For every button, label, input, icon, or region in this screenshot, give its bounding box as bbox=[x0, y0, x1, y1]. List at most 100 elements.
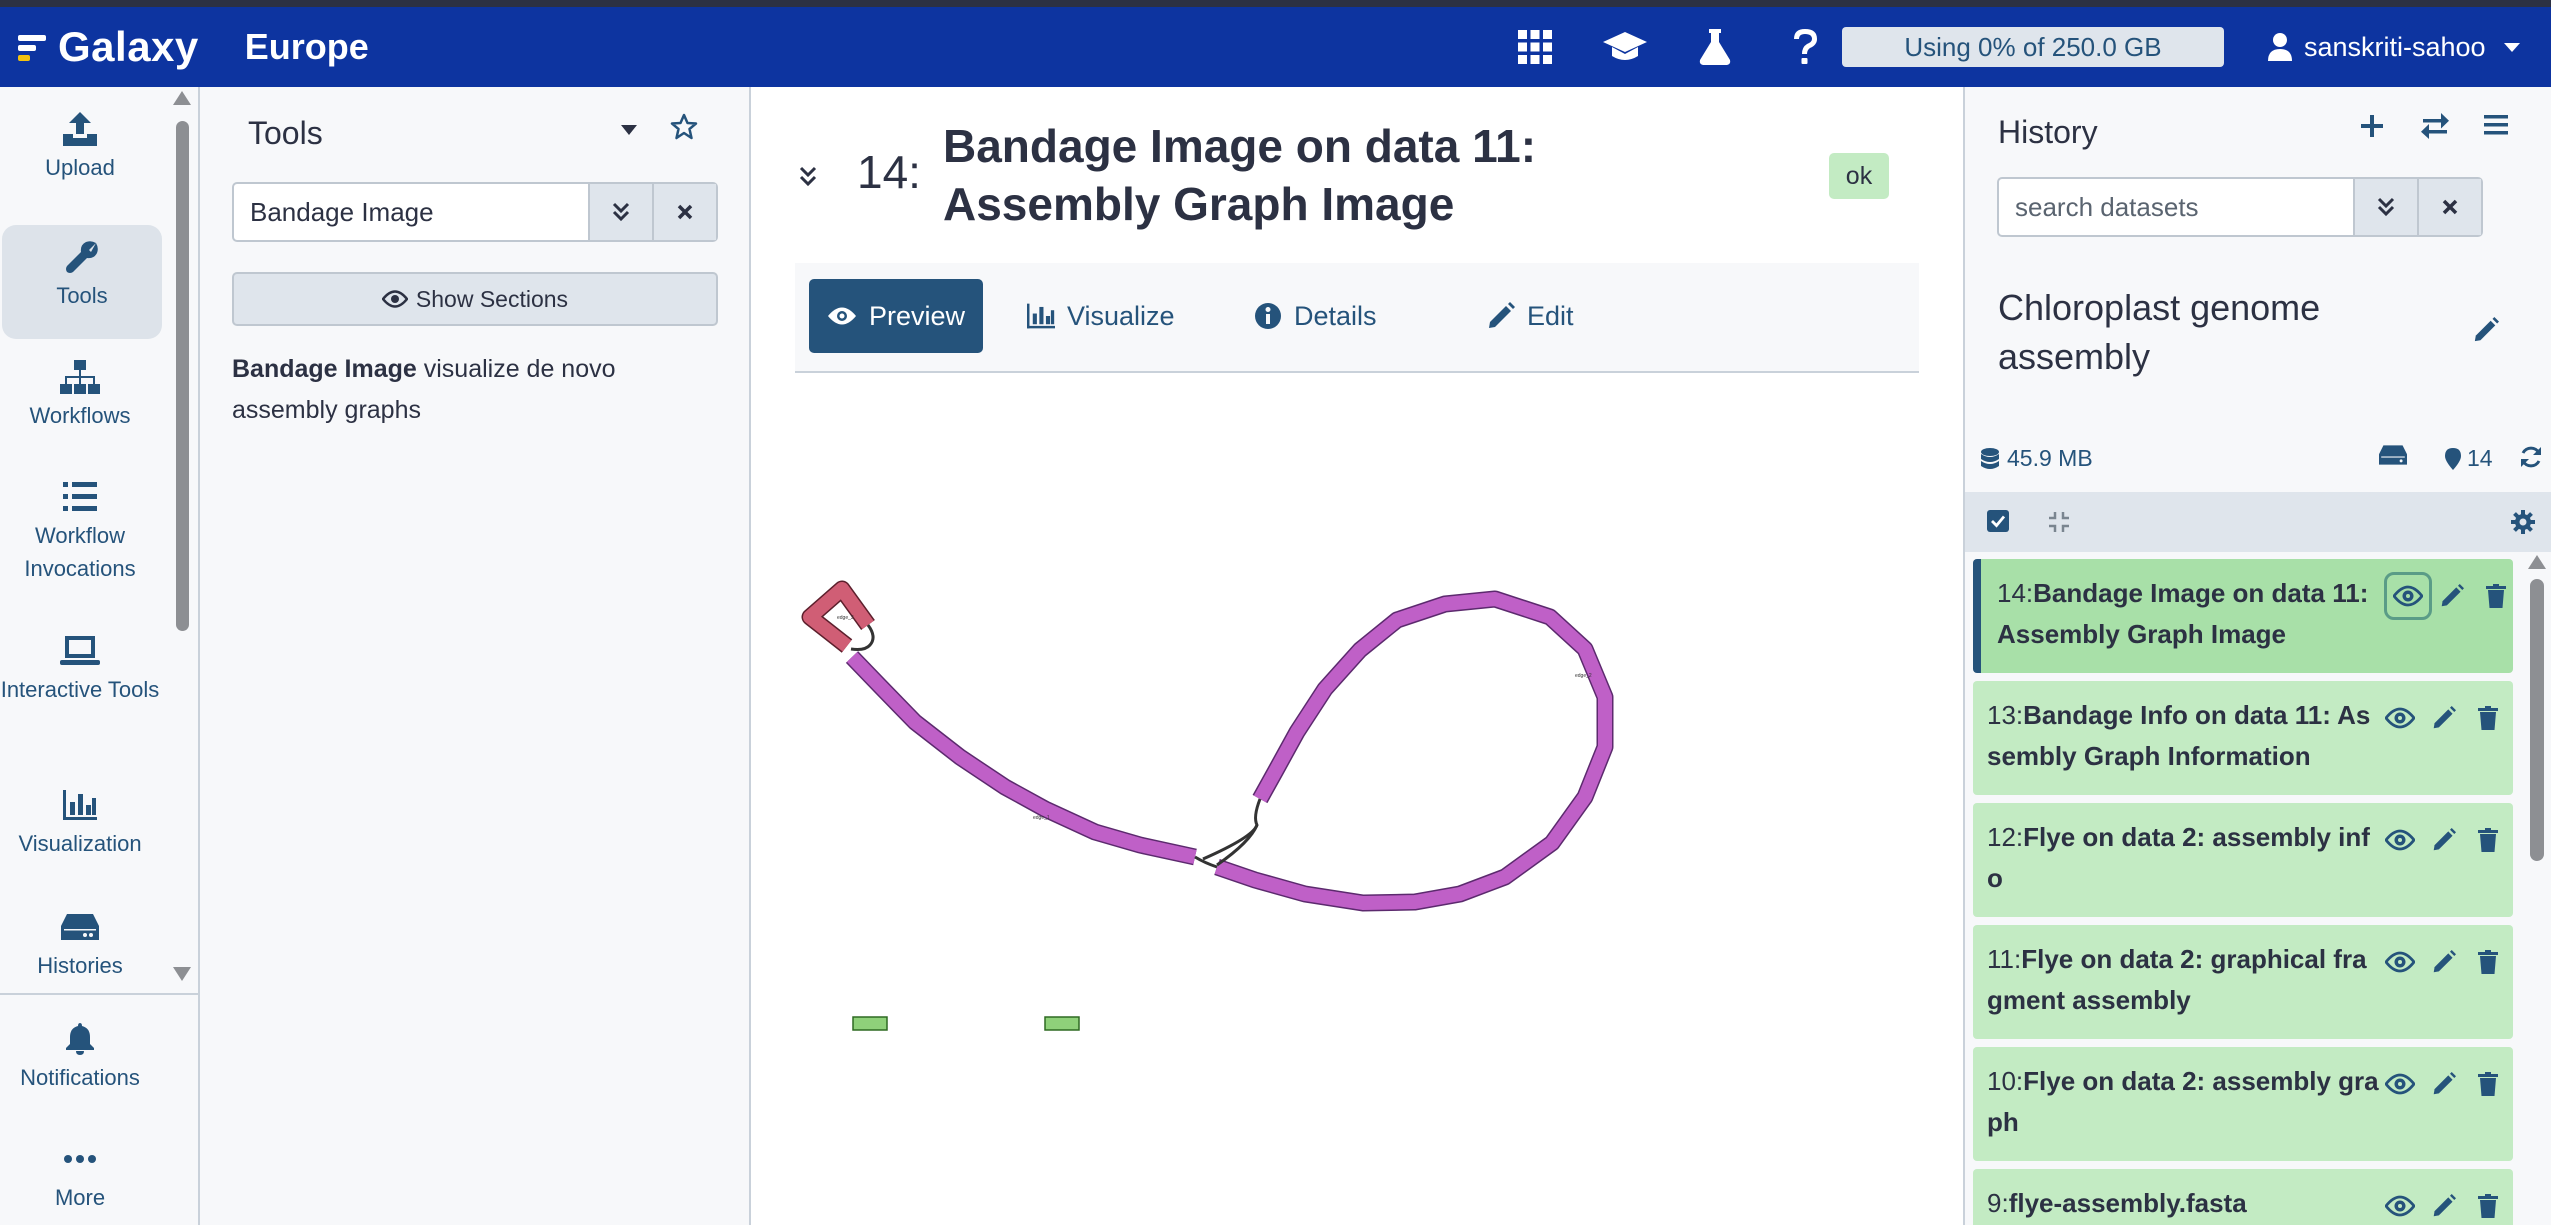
activity-label: Visualization bbox=[18, 831, 142, 856]
dataset-state-badge: ok bbox=[1829, 153, 1889, 199]
view-dataset-button[interactable] bbox=[2383, 1189, 2417, 1223]
double-chevron-down-icon bbox=[2377, 197, 2395, 217]
history-clear-search-button[interactable] bbox=[2417, 179, 2481, 235]
activity-notifications[interactable]: Notifications bbox=[0, 1017, 160, 1101]
switch-history-button[interactable] bbox=[2421, 113, 2449, 144]
activity-tools[interactable]: Tools bbox=[2, 225, 162, 339]
view-dataset-button[interactable] bbox=[2383, 945, 2417, 979]
tab-details[interactable]: Details bbox=[1236, 279, 1395, 353]
activity-histories[interactable]: Histories bbox=[0, 905, 160, 987]
history-advanced-search-button[interactable] bbox=[2353, 179, 2417, 235]
graduation-cap-icon[interactable] bbox=[1580, 7, 1670, 87]
edit-dataset-button[interactable] bbox=[2435, 579, 2469, 613]
quota-meter[interactable]: Using 0% of 250.0 GB bbox=[1842, 27, 2224, 67]
history-options-button[interactable] bbox=[2483, 113, 2509, 142]
activity-label: Interactive Tools bbox=[0, 677, 160, 702]
history-search-input[interactable] bbox=[1999, 179, 2353, 235]
eye-icon bbox=[2385, 1073, 2415, 1095]
history-item-10[interactable]: 10:Flye on data 2: assembly graph bbox=[1973, 1047, 2513, 1161]
trash-icon bbox=[2486, 584, 2506, 608]
activity-bar: Upload Tools Workflows Workflow Invocati… bbox=[0, 87, 200, 1225]
delete-dataset-button[interactable] bbox=[2471, 823, 2505, 857]
history-search bbox=[1997, 177, 2483, 237]
tool-panel-view-dropdown[interactable] bbox=[621, 125, 637, 135]
view-dataset-button[interactable] bbox=[2383, 701, 2417, 735]
refresh-history-button[interactable] bbox=[2519, 445, 2543, 469]
history-item-9[interactable]: 9:flye-assembly.fasta bbox=[1973, 1169, 2513, 1225]
storage-dashboard-button[interactable] bbox=[2379, 445, 2407, 465]
tool-name: Bandage Image bbox=[232, 355, 417, 383]
tab-visualize[interactable]: Visualize bbox=[1009, 279, 1193, 353]
pencil-icon bbox=[2474, 317, 2499, 342]
edit-dataset-button[interactable] bbox=[2427, 1067, 2461, 1101]
history-item-11[interactable]: 11:Flye on data 2: graphical fragment as… bbox=[1973, 925, 2513, 1039]
tool-panel: Tools Show Sections Bandage Image visual… bbox=[200, 87, 751, 1225]
show-sections-button[interactable]: Show Sections bbox=[232, 272, 718, 326]
activity-label: Workflow Invocations bbox=[24, 523, 136, 581]
delete-dataset-button[interactable] bbox=[2471, 1189, 2505, 1223]
tool-search-input[interactable] bbox=[234, 184, 588, 240]
history-size[interactable]: 45.9 MB bbox=[1981, 445, 2093, 472]
edit-history-button[interactable] bbox=[2473, 317, 2499, 348]
history-scrollbar[interactable] bbox=[2525, 555, 2549, 1225]
pencil-icon bbox=[2433, 1072, 2456, 1095]
activity-workflow-invocations[interactable]: Workflow Invocations bbox=[0, 475, 160, 595]
delete-dataset-button[interactable] bbox=[2471, 701, 2505, 735]
history-name[interactable]: Chloroplast genome assembly bbox=[1998, 287, 2321, 377]
select-items-checkbox[interactable] bbox=[1987, 510, 2009, 537]
advanced-search-button[interactable] bbox=[588, 184, 652, 240]
scroll-up-arrow-icon[interactable] bbox=[2528, 555, 2546, 569]
activity-more[interactable]: More bbox=[0, 1137, 160, 1221]
collapse-items-button[interactable] bbox=[2047, 510, 2071, 539]
close-icon bbox=[677, 204, 693, 220]
edit-dataset-button[interactable] bbox=[2427, 823, 2461, 857]
history-items-list: 14:Bandage Image on data 11: Assembly Gr… bbox=[1973, 559, 2513, 1225]
edit-dataset-button[interactable] bbox=[2427, 945, 2461, 979]
dataset-hid: 14: bbox=[857, 146, 921, 198]
scrollbar-thumb[interactable] bbox=[176, 121, 189, 631]
history-item-14[interactable]: 14:Bandage Image on data 11: Assembly Gr… bbox=[1973, 559, 2513, 673]
history-filter-settings-button[interactable] bbox=[2511, 510, 2535, 539]
scroll-up-arrow-icon[interactable] bbox=[173, 91, 191, 105]
tab-edit[interactable]: Edit bbox=[1469, 279, 1592, 353]
view-dataset-button[interactable] bbox=[2383, 823, 2417, 857]
scroll-down-arrow-icon[interactable] bbox=[173, 967, 191, 981]
tab-preview[interactable]: Preview bbox=[809, 279, 984, 353]
clear-search-button[interactable] bbox=[652, 184, 716, 240]
pencil-icon bbox=[2441, 584, 2464, 607]
delete-dataset-button[interactable] bbox=[2471, 1067, 2505, 1101]
history-count[interactable]: 14 bbox=[2445, 445, 2493, 472]
edit-dataset-button[interactable] bbox=[2427, 1189, 2461, 1223]
activity-scrollbar[interactable] bbox=[170, 91, 194, 981]
svg-text:edge_2: edge_2 bbox=[1575, 673, 1592, 679]
activity-visualization[interactable]: Visualization bbox=[0, 783, 160, 867]
user-menu[interactable]: sanskriti-sahoo bbox=[2268, 7, 2520, 87]
help-icon[interactable] bbox=[1760, 7, 1850, 87]
scrollbar-thumb[interactable] bbox=[2530, 579, 2544, 861]
apps-grid-icon[interactable] bbox=[1490, 7, 1580, 87]
brand-subtitle: Europe bbox=[244, 26, 369, 67]
eye-icon bbox=[2385, 707, 2415, 729]
dataset-title: Bandage Image on data 11: Assembly Graph… bbox=[943, 120, 1537, 230]
star-icon[interactable] bbox=[670, 113, 698, 146]
delete-dataset-button[interactable] bbox=[2471, 945, 2505, 979]
activity-upload[interactable]: Upload bbox=[0, 107, 160, 191]
brand-link[interactable]: Galaxy Europe bbox=[18, 23, 369, 71]
activity-interactive-tools[interactable]: Interactive Tools bbox=[0, 629, 160, 749]
collapse-dataset-icon[interactable] bbox=[799, 165, 817, 192]
activity-label: Notifications bbox=[20, 1065, 140, 1090]
trash-icon bbox=[2478, 1194, 2498, 1218]
tab-label: Preview bbox=[869, 300, 966, 331]
view-dataset-button[interactable] bbox=[2383, 1067, 2417, 1101]
tool-result-bandage-image[interactable]: Bandage Image visualize de novo assembly… bbox=[232, 349, 702, 431]
view-dataset-button[interactable] bbox=[2384, 572, 2432, 620]
new-history-button[interactable] bbox=[2359, 113, 2385, 144]
history-item-12[interactable]: 12:Flye on data 2: assembly info bbox=[1973, 803, 2513, 917]
database-icon bbox=[1981, 447, 1999, 469]
edit-dataset-button[interactable] bbox=[2427, 701, 2461, 735]
username: sanskriti-sahoo bbox=[2304, 31, 2486, 62]
delete-dataset-button[interactable] bbox=[2479, 579, 2513, 613]
flask-icon[interactable] bbox=[1670, 7, 1760, 87]
history-item-13[interactable]: 13:Bandage Info on data 11: Assembly Gra… bbox=[1973, 681, 2513, 795]
activity-workflows[interactable]: Workflows bbox=[0, 355, 160, 439]
